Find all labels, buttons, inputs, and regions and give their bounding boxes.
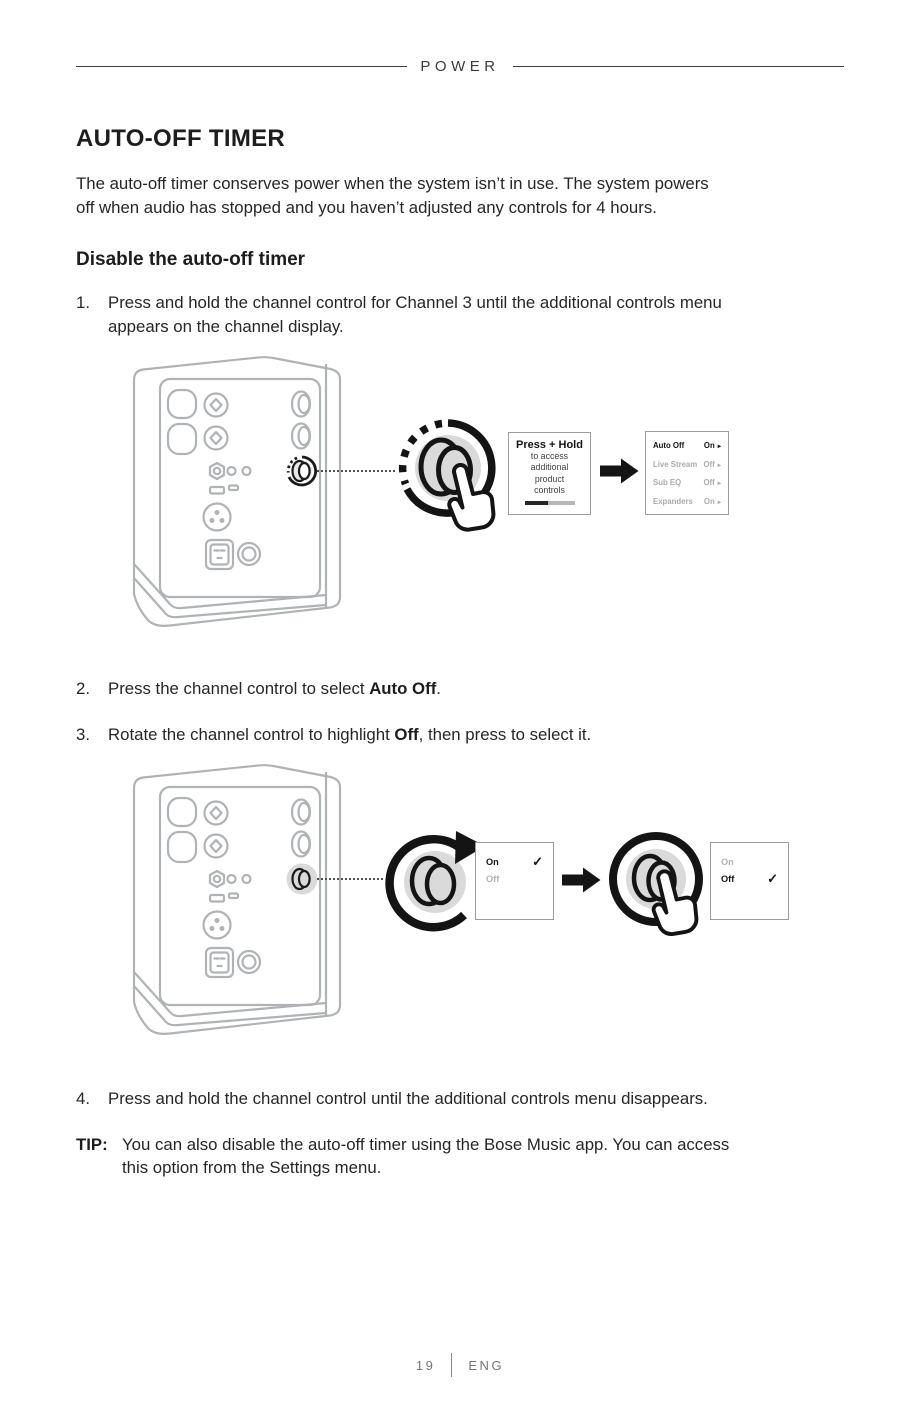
option-label: Off [486,873,500,884]
step-2-text-bold: Auto Off [369,679,437,699]
channel-3-control-highlight [286,863,318,895]
figure-rotate-select: On ✓ Off On Off ✓ [76,762,844,1045]
menu-row-live-stream: Live Stream Off ▸ [653,460,721,469]
menu-item-label: Live Stream [653,459,698,469]
step-4: 4. Press and hold the channel control un… [76,1087,844,1111]
option-row-off: Off [486,871,543,886]
menu-item-label: Sub EQ [653,478,682,488]
step-2-text-main: Press the channel control to select [108,679,370,699]
menu-item-label: Auto Off [653,441,685,451]
step-1: 1. Press and hold the channel control fo… [76,291,844,338]
speaker-rear-illustration [132,356,342,628]
press-knob-icon [609,832,703,937]
speaker-rear-illustration [132,764,342,1036]
step-3-text-post: , then press to select it. [418,724,592,744]
menu-caret-icon: ▸ [717,443,721,451]
rotate-arrowhead [455,831,485,865]
option-row-off: Off ✓ [721,871,778,886]
section-subtitle: Disable the auto-off timer [76,249,306,271]
option-label: On [721,856,734,867]
step-3-text: Rotate the channel control to highlight … [108,723,844,747]
figure-press-hold: Press + Hold to access additional produc… [76,354,844,635]
arrow-right-icon [562,867,601,893]
step-1-text: Press and hold the channel control for C… [108,291,844,338]
tip-text: You can also disable the auto-off timer … [122,1133,729,1180]
step-1-number: 1. [76,293,90,313]
option-menu-after: On Off ✓ [710,842,789,921]
menu-row-expanders: Expanders On ▸ [653,497,721,506]
step-4-text: Press and hold the channel control until… [108,1087,844,1111]
press-hold-line-4: controls [534,485,565,496]
step-1-text-main: Press and hold the channel control for C… [108,293,722,313]
page-header: POWER [76,0,845,75]
dotted-leader-line [317,878,383,881]
step-3-text-main: Rotate the channel control to highlight [108,724,395,744]
step-1-text-line2: appears on the channel display. [108,316,344,336]
tip-row: TIP: You can also disable the auto-off t… [76,1133,844,1180]
tip-line-2: this option from the Settings menu. [122,1158,382,1178]
dotted-leader-line [317,470,395,473]
menu-caret-icon: ▸ [717,499,721,507]
step-2-number: 2. [76,679,90,699]
menu-row-sub-eq: Sub EQ Off ▸ [653,478,721,487]
step-2-text: Press the channel control to select Auto… [108,677,844,701]
page-title: AUTO-OFF TIMER [76,125,286,152]
intro-line-1: The auto-off timer conserves power when … [76,174,709,193]
option-label: On [486,856,499,867]
section-label: POWER [420,58,500,75]
channel-3-control-highlight [286,455,318,487]
menu-row-auto-off: Auto Off On ▸ [653,441,721,450]
option-row-on: On ✓ [486,854,543,869]
press-hold-line-3: product [534,473,565,484]
menu-item-value: Off [703,478,715,488]
footer-divider [451,1353,453,1377]
menu-caret-icon: ▸ [717,461,721,469]
step-2: 2. Press the channel control to select A… [76,677,844,701]
press-hold-box: Press + Hold to access additional produc… [508,432,591,516]
step-3-number: 3. [76,724,90,744]
progress-fill [524,500,548,506]
press-hold-line-1: to access [530,451,569,462]
tip-line-1: You can also disable the auto-off timer … [122,1134,730,1154]
additional-controls-menu: Auto Off On ▸ Live Stream Off ▸ Sub EQ O… [645,431,729,516]
step-3: 3. Rotate the channel control to highlig… [76,723,844,747]
step-3-text-bold: Off [394,724,419,744]
step-4-text-main: Press and hold the channel control until… [108,1089,708,1109]
intro-paragraph: The auto-off timer conserves power when … [76,172,844,219]
step-2-text-post: . [436,679,441,699]
step-4-number: 4. [76,1089,90,1109]
page-number: 19 [415,1357,436,1373]
menu-item-value: Off [703,459,715,469]
checkmark-icon: ✓ [532,853,543,869]
menu-item-value: On [703,441,715,451]
checkmark-icon: ✓ [767,870,778,886]
intro-line-2: off when audio has stopped and you haven… [76,197,657,217]
menu-caret-icon: ▸ [717,480,721,488]
header-rule-right [512,66,845,67]
hand-icon [651,869,699,937]
arrow-right-icon [600,458,639,484]
press-hold-title: Press + Hold [516,439,583,452]
header-rule-left [76,66,408,67]
progress-bar [524,500,575,506]
option-row-on: On [721,854,778,869]
hand-icon [447,463,496,532]
press-hold-line-2: additional [530,462,569,473]
tip-label: TIP: [76,1134,108,1154]
menu-item-label: Expanders [653,497,693,507]
language-label: ENG [468,1357,505,1373]
option-label: Off [721,873,735,884]
page-footer: 19 ENG [0,1353,920,1377]
option-menu-before: On ✓ Off [475,842,554,921]
rotate-knob-icon [385,831,485,932]
menu-item-value: On [703,497,715,507]
press-hold-knob-icon [398,419,496,532]
